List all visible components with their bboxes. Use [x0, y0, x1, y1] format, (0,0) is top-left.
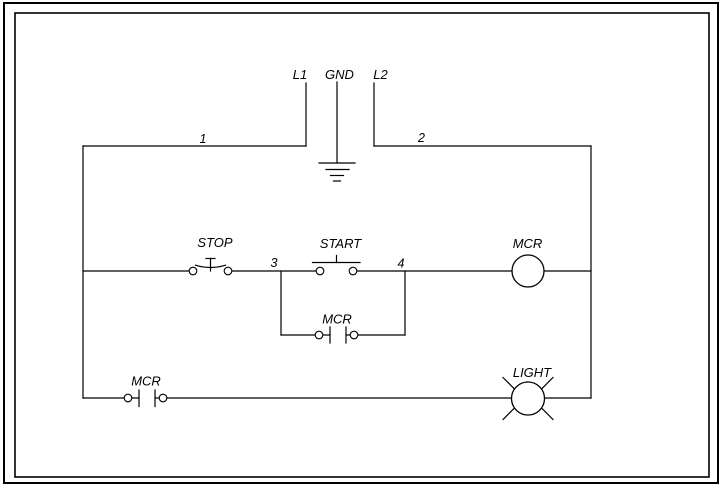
mcr-relay-coil-icon: MCR: [511, 236, 545, 288]
mcr-seal-contact-label: MCR: [322, 312, 352, 327]
indicator-lamp-icon: LIGHT: [502, 365, 554, 421]
lamp-ray-nw: [502, 376, 515, 390]
light-contact-terminal-left: [123, 393, 133, 403]
mcr-coil-circle: [511, 254, 545, 288]
seal-in-branch: MCR: [280, 312, 406, 344]
l2-terminal-label: L2: [373, 67, 388, 82]
ladder-rails: 1 2: [82, 131, 592, 399]
stop-terminal-left: [188, 266, 198, 276]
mcr-coil-label: MCR: [513, 236, 543, 251]
mcr-light-contact-no-icon: MCR: [123, 374, 168, 408]
start-pushbutton-no-icon: START: [311, 236, 362, 276]
lamp-circle: [510, 381, 546, 416]
lamp-ray-sw: [502, 407, 515, 421]
seal-terminal-left: [314, 330, 324, 340]
start-button-label: START: [320, 236, 362, 251]
l1-terminal-label: L1: [293, 67, 307, 82]
sheet-border: [3, 2, 719, 484]
light-label: LIGHT: [513, 365, 552, 380]
stop-terminal-right: [223, 266, 233, 276]
start-terminal-left: [315, 266, 325, 276]
light-rung: MCR LIGHT: [82, 365, 592, 421]
light-contact-terminal-right: [158, 393, 168, 403]
lamp-ray-ne: [541, 376, 554, 390]
outer-border: [3, 2, 719, 484]
mcr-seal-contact-no-icon: MCR: [314, 312, 359, 344]
stop-pushbutton-nc-icon: STOP: [188, 235, 233, 276]
control-rung: STOP 3 START 4 MCR: [82, 235, 592, 336]
inner-border: [14, 12, 710, 478]
gnd-terminal-label: GND: [325, 67, 354, 82]
seal-terminal-right: [349, 330, 359, 340]
stop-button-label: STOP: [197, 235, 232, 250]
node-3-number: 3: [271, 256, 278, 270]
power-feed: L1 GND L2: [293, 67, 388, 182]
earth-ground-icon: [318, 162, 356, 182]
wire-1-number: 1: [200, 132, 207, 146]
wire-2-number: 2: [417, 131, 425, 145]
lamp-ray-se: [541, 407, 554, 421]
node-4-number: 4: [398, 257, 405, 271]
mcr-light-contact-label: MCR: [131, 374, 161, 389]
start-terminal-right: [348, 266, 358, 276]
